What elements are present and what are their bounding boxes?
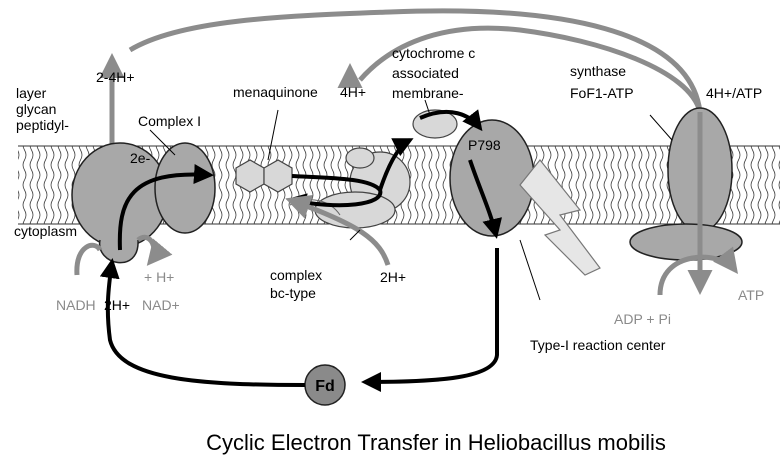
label-2h-bottom: 2H+ — [104, 297, 130, 313]
label-associated: associated — [392, 65, 459, 81]
label-layer: layer — [16, 85, 47, 101]
label-nadh: NADH — [56, 297, 96, 313]
label-2e: 2e- — [130, 150, 151, 166]
label-peptidyl: peptidyl- — [16, 117, 69, 133]
label-4h-atp: 4H+/ATP — [706, 85, 762, 101]
label-atp: ATP — [738, 287, 764, 303]
label-type1-rc: Type-I reaction center — [530, 337, 666, 353]
ferredoxin: Fd — [305, 365, 345, 405]
label-4h-top: 4H+ — [340, 84, 366, 100]
diagram-caption: Cyclic Electron Transfer in Heliobacillu… — [206, 430, 666, 455]
fd-label: Fd — [315, 378, 335, 395]
label-cytochrome-c: cytochrome c — [392, 45, 475, 61]
label-membrane: membrane- — [392, 85, 464, 101]
label-2h-bc: 2H+ — [380, 269, 406, 285]
label-fofl-atp: FoF1-ATP — [570, 85, 634, 101]
label-2-4h: 2-4H+ — [96, 69, 135, 85]
label-complex-i: Complex I — [138, 113, 201, 129]
label-complex: complex — [270, 267, 322, 283]
label-menaquinone: menaquinone — [233, 84, 318, 100]
label-glycan: glycan — [16, 101, 56, 117]
label-adp-pi: ADP + Pi — [614, 311, 671, 327]
label-bc-type: bc-type — [270, 285, 316, 301]
label-synthase: synthase — [570, 63, 626, 79]
label-h-plus: + H+ — [144, 269, 174, 285]
label-cytoplasm: cytoplasm — [14, 223, 77, 239]
label-p798: P798 — [468, 137, 501, 153]
label-nad-plus: NAD+ — [142, 297, 180, 313]
